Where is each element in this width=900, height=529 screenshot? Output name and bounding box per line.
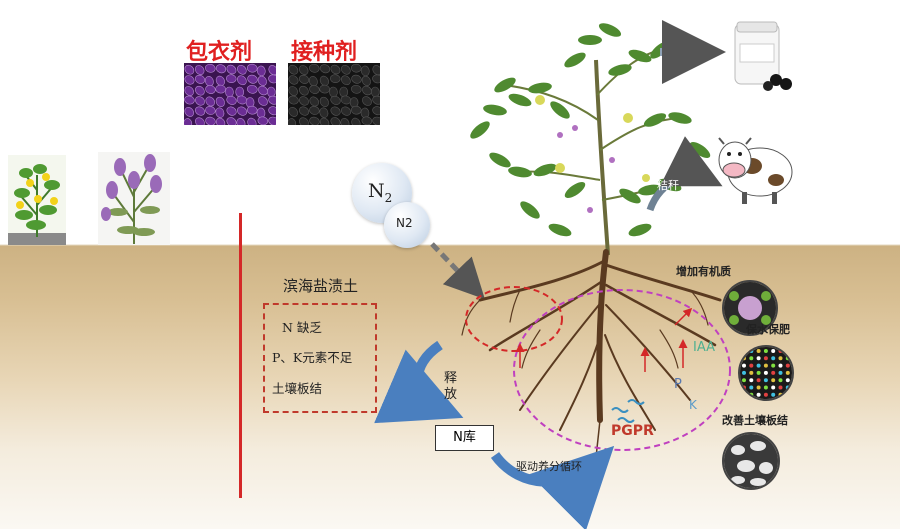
water-fertilizer-label: 保水保肥 [746,323,790,336]
p-label: P [674,377,682,392]
nutrient-cycle-arrow [490,445,615,529]
soil-issue-nitrogen: N 缺乏 [282,320,322,335]
n2-small-label: N2 [396,216,413,230]
soil-issue-pk: P、K元素不足 [272,350,353,365]
n2-bubble-small [384,202,430,248]
release-label-1: 释 [444,371,458,386]
pgpr-label: PGPR [611,423,654,439]
n2-fixation-arrow [430,242,485,300]
purple-flower-plant-image [98,152,170,245]
saline-soil-title: 滨海盐渍土 [283,277,359,295]
inoculant-label: 接种剂 [291,40,358,65]
organic-matter-icon [722,280,778,336]
cow-image [718,137,793,204]
rhizosphere-highlight-circle [513,289,731,451]
soil-crust-icon [722,432,780,490]
nutrient-cycle-label: 驱动养分循环 [516,460,582,473]
k-label: K [689,398,697,412]
yellow-flower-plant-image [8,155,66,245]
soybean-plant [470,23,711,256]
n-pool-box: N库 [435,425,494,451]
coated-seeds-image [184,63,276,125]
straw-label: 秸秆 [657,179,679,192]
product-jar-image [734,21,792,91]
n2-large-label: N2 [368,180,393,205]
divider-line [239,213,242,498]
pgpr-bacteria [611,399,645,423]
coating-agent-label: 包衣剂 [186,40,253,65]
release-arrow [374,340,464,424]
root-system [461,249,722,471]
nodule-highlight-circle [465,286,563,352]
soil-crust-label: 改善土壤板结 [722,414,788,427]
water-fertilizer-icon [738,345,794,401]
iaa-label: IAA [693,340,715,355]
inoculated-seeds-image [288,63,380,125]
organic-matter-label: 增加有机质 [676,265,731,278]
soil-issue-compaction: 土壤板结 [272,381,323,396]
release-label-2: 放 [444,387,458,402]
straw-arrow [646,136,723,212]
iaa-arrow [674,307,693,326]
